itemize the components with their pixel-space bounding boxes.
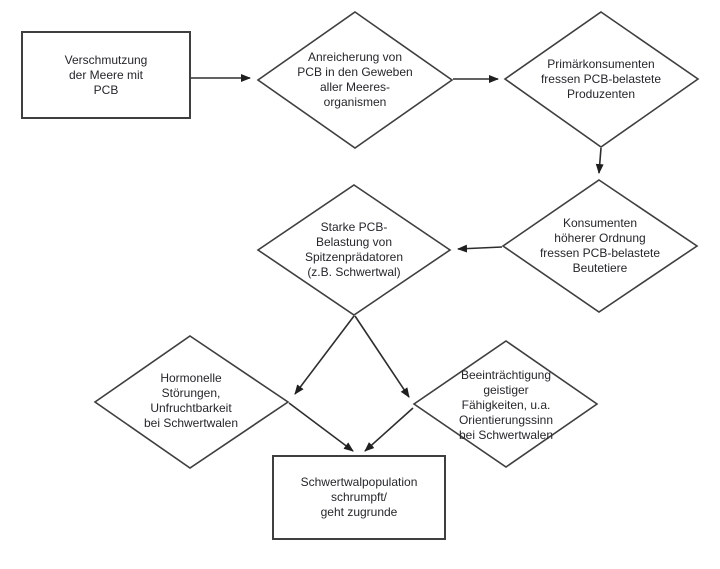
node-accumulation-shape <box>256 11 454 149</box>
node-higher-consumers-shape <box>501 179 699 313</box>
arrow-hormonal-to-population <box>288 402 354 452</box>
node-hormonal-shape <box>93 335 290 469</box>
node-population-shape <box>272 455 446 540</box>
arrow-cognitive-to-population <box>364 407 414 452</box>
node-apex-predators-shape <box>256 184 452 316</box>
arrow-apex-to-cognitive <box>354 315 410 398</box>
node-primary-consumers-shape <box>503 11 700 148</box>
arrow-primary-to-higher <box>595 147 604 174</box>
node-cognitive-shape <box>412 340 599 468</box>
arrow-higher-to-apex <box>457 244 503 253</box>
node-pollution-shape <box>21 31 191 119</box>
arrow-apex-to-hormonal <box>294 315 355 395</box>
